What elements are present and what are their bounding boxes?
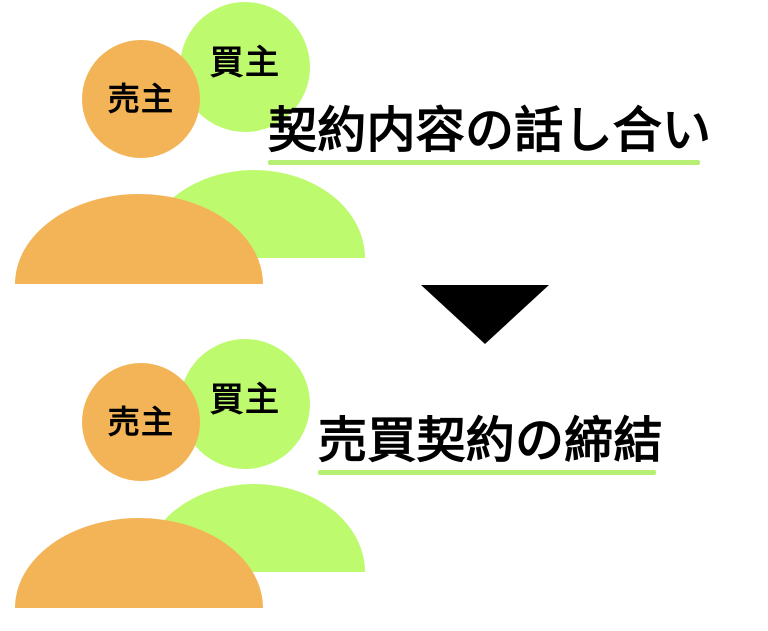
step-1-heading-underline [268,160,700,165]
seller-head-circle: 売主 [82,363,200,481]
step-2-heading-text: 売買契約の締結 [318,412,663,469]
seller-head-circle: 売主 [82,40,200,158]
step-2-heading-underline [318,470,656,475]
step-1-heading-text: 契約内容の話し合い [268,102,712,159]
step-2-heading: 売買契約の締結 [318,416,663,475]
down-triangle-arrow [421,285,549,344]
person-group-step-2: 買主 売主 [0,325,380,625]
seller-head-label: 売主 [107,80,175,118]
buyer-head-label: 買主 [209,43,281,83]
buyer-head-circle: 買主 [180,2,310,132]
person-group-step-1: 買主 売主 [0,0,380,290]
seller-head-label: 売主 [107,403,175,441]
buyer-head-circle: 買主 [180,339,310,469]
buyer-head-label: 買主 [209,380,281,420]
step-1-heading: 契約内容の話し合い [268,106,711,165]
